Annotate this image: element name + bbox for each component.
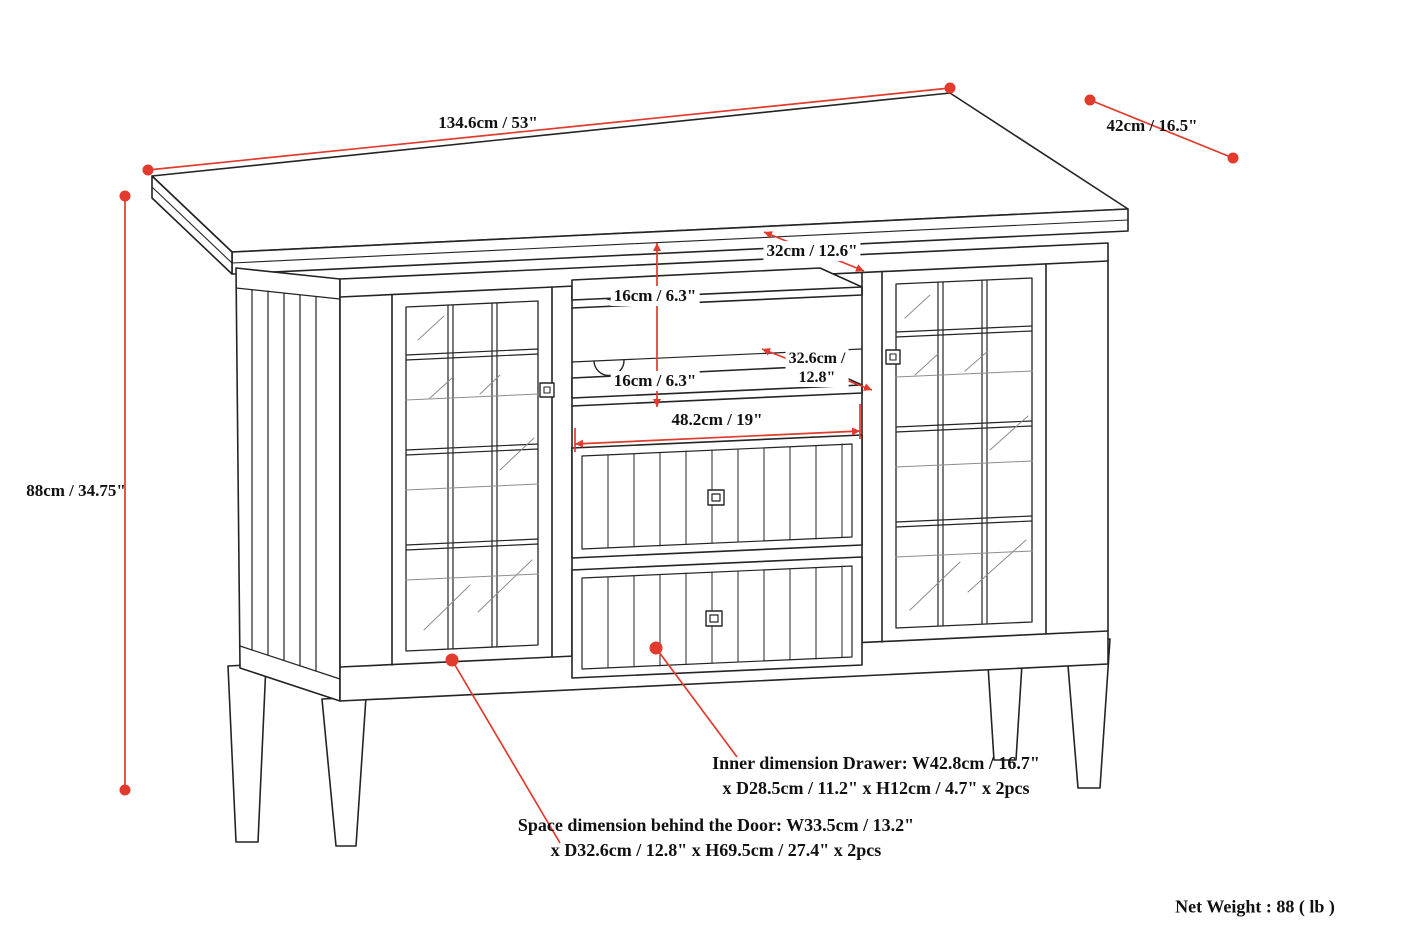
cabinet-top: [151, 92, 1129, 275]
width-dimension-label: 134.6cm / 53": [438, 113, 538, 132]
lower-shelf-depth-dimension-label: 32.6cm / 12.8": [785, 349, 849, 387]
lower-shelf-depth-line1: 32.6cm /: [788, 350, 846, 367]
left-door-knob: [539, 382, 555, 398]
door-note-line1: Space dimension behind the Door: W33.5cm…: [517, 815, 915, 835]
drawer-bottom: [571, 556, 863, 679]
opening-width-dimension-line: [574, 427, 861, 448]
opening-width-dimension-label: 48.2cm / 19": [668, 410, 766, 430]
drawer-bottom-knob: [705, 610, 723, 627]
drawer-note-leader-line: [655, 647, 738, 758]
right-door-knob: [885, 349, 901, 365]
shelf-gap-bottom-dimension-label: 16cm / 6.3": [610, 371, 700, 391]
left-glass-door: [405, 300, 555, 652]
door-note-line2: x D32.6cm / 12.8" x H69.5cm / 27.4" x 2p…: [550, 840, 882, 860]
depth-dimension-line: [1089, 99, 1234, 159]
door-note-leader-line: [451, 659, 561, 844]
door-dimension-note: Space dimension behind the Door: W33.5cm…: [518, 813, 914, 863]
net-weight-label: Net Weight : 88 ( lb ): [1175, 896, 1335, 917]
drawer-top-knob: [707, 489, 725, 506]
cabinet-left-side: [235, 267, 341, 702]
shelf-gap-top-dimension-label: 16cm / 6.3": [610, 286, 700, 306]
dimension-lines: [124, 87, 1234, 844]
drawer-note-line1: Inner dimension Drawer: W42.8cm / 16.7": [712, 753, 1040, 773]
dimension-endpoints: [119, 82, 1239, 796]
height-dimension-label: 88cm / 34.75": [26, 481, 126, 500]
drawer-top: [571, 434, 863, 559]
top-shelf-depth-dimension-label: 32cm / 12.6": [763, 241, 861, 261]
depth-dimension-label: 42cm / 16.5": [1106, 116, 1198, 135]
cabinet-legs: [227, 631, 1111, 847]
lower-shelf-depth-line2: 12.8": [798, 369, 836, 386]
right-glass-door: [885, 277, 1033, 629]
width-dimension-line: [147, 87, 951, 171]
drawer-dimension-note: Inner dimension Drawer: W42.8cm / 16.7" …: [712, 751, 1040, 801]
drawer-note-line2: x D28.5cm / 11.2" x H12cm / 4.7" x 2pcs: [722, 778, 1030, 798]
